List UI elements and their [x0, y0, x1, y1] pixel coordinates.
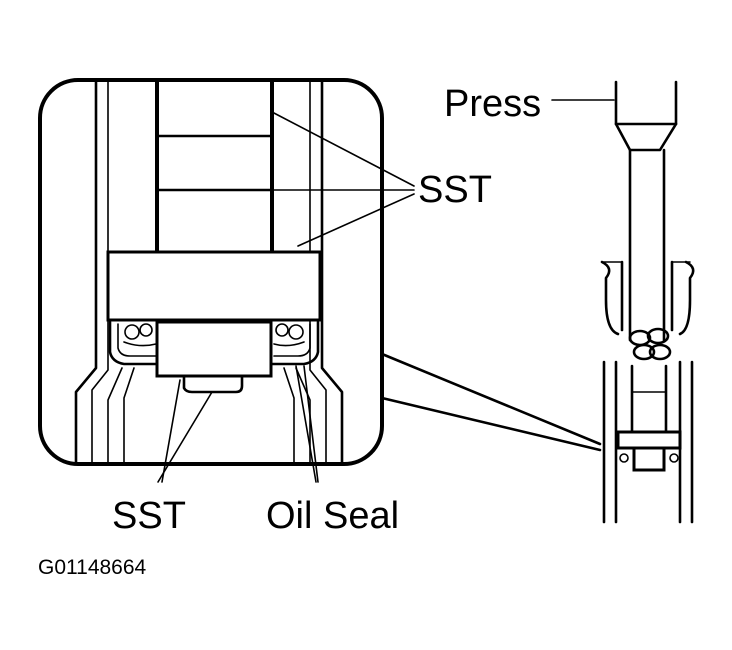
- sst-upper-shaft: [155, 80, 274, 254]
- press-ram: [614, 80, 678, 342]
- overview-tube-upper: [600, 260, 695, 336]
- overview-tube-lower: [602, 360, 694, 524]
- detail-view: [38, 78, 384, 466]
- oil-seal-label: Oil Seal: [266, 495, 399, 537]
- overview-view: [600, 80, 695, 524]
- sst-label-bottom: SST: [112, 495, 186, 537]
- sst-label-top: SST: [418, 169, 492, 211]
- housing-right-wall: [283, 80, 344, 464]
- sst-plate: [106, 250, 322, 322]
- figure-code: G01148664: [38, 556, 147, 579]
- housing-left-wall: [74, 80, 135, 464]
- sst-lower-tip: [182, 374, 244, 394]
- oil-seal-left: [108, 320, 160, 366]
- press-label: Press: [444, 83, 541, 125]
- detail-frame: [38, 78, 384, 466]
- sst-lower-block: [155, 320, 273, 378]
- break-marks: [628, 327, 672, 361]
- leader-lines: [157, 99, 615, 483]
- oil-seal-right: [270, 320, 320, 366]
